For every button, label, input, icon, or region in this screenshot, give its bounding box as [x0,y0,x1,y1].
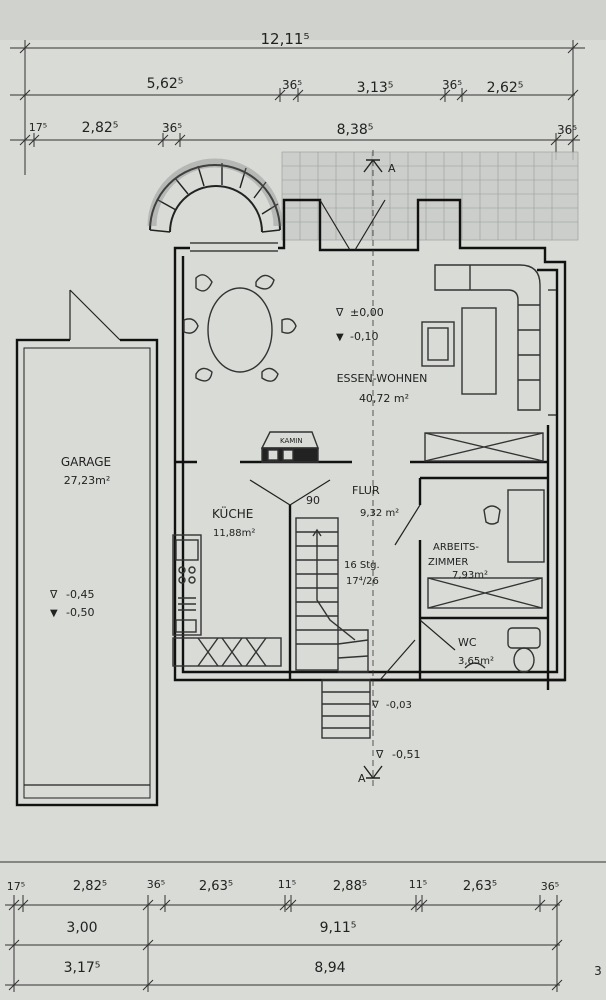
room-area-flur: 9,32 m² [360,508,399,519]
room-name-kueche: KÜCHE [212,505,253,521]
bottom-dim-36-a: 36⁵ [147,878,165,891]
room-name-arbeitszimmer-2: ZIMMER [428,557,468,568]
top-dim-36-d: 36⁵ [557,123,577,137]
top-dimension-lines [10,40,585,175]
bottom-dim-2-82: 2,82⁵ [73,879,107,894]
room-area-arbeitszimmer: 7,93m² [452,570,488,581]
top-dim-36-c: 36⁵ [162,121,182,135]
top-dim-2-62: 2,62⁵ [487,80,524,96]
bottom-dimension-labels: 17⁵ 2,82⁵ 36⁵ 2,63⁵ 11⁵ 2,88⁵ 11⁵ 2,63⁵ … [7,878,602,978]
bottom-dim-2-88: 2,88⁵ [333,879,367,894]
door-width-label: 90 [306,494,320,507]
garage-level-marker-open: ∇ [49,588,58,601]
living-level-1: ±0,00 [350,306,384,319]
top-dim-3-13: 3,13⁵ [357,80,394,96]
bottom-dim-2-63-a: 2,63⁵ [199,879,233,894]
outside-level-marker: ∇ [375,748,384,761]
bottom-dim-17: 17⁵ [7,880,25,893]
top-dim-17: 17⁵ [29,121,47,134]
top-dim-36-b: 36⁵ [442,78,462,92]
entry-level-marker: ∇ [371,700,379,711]
garage-level-1: -0,45 [66,588,94,601]
top-dim-5-62: 5,62⁵ [147,76,184,92]
room-area-kueche: 11,88m² [213,528,255,539]
bottom-dim-8-94: 8,94 [314,960,345,976]
bottom-dim-36-b: 36⁵ [541,880,559,893]
room-name-wc: WC [458,636,477,649]
top-dim-8-38: 8,38⁵ [337,122,374,138]
top-total-dimension: 12,11⁵ [261,30,310,48]
room-name-garage: GARAGE [61,455,111,469]
entry-level-label: -0,03 [386,700,412,711]
room-name-arbeitszimmer-1: ARBEITS- [433,542,479,553]
garage-level-2: -0,50 [66,606,94,619]
top-dim-2-82: 2,82⁵ [82,120,119,136]
bottom-dim-2-63-b: 2,63⁵ [463,879,497,894]
room-area-wc: 3,65m² [458,656,494,667]
bottom-dim-3-00: 3,00 [66,920,97,936]
outside-level-label: -0,51 [392,748,420,761]
room-area-essen-wohnen: 40,72 m² [359,392,409,405]
shelving-unit [424,432,544,462]
edge-fragment-text: 3 [594,964,602,978]
entry-steps [321,679,371,739]
bottom-dim-11-a: 11⁵ [278,878,296,891]
bay-window-arch [147,158,283,233]
room-name-essen-wohnen: ESSEN-WOHNEN [337,372,428,385]
wc-fixtures [464,627,541,673]
stairs-ratio-label: 17⁴/26 [346,576,379,587]
level-marker-open: ∇ [335,306,344,319]
level-marker-filled: ▼ [336,332,344,343]
bottom-dim-11-b: 11⁵ [409,878,427,891]
door-swings [69,199,456,681]
room-name-flur: FLUR [352,484,380,497]
office-furniture [427,489,545,609]
kamin-label: KAMIN [280,437,303,445]
dining-set [183,274,297,382]
bottom-dim-3-17: 3,17⁵ [64,960,101,976]
room-area-garage: 27,23m² [64,474,111,487]
living-level-2: -0,10 [350,330,378,343]
bottom-dim-9-11: 9,11⁵ [320,920,357,936]
garage-level-marker-filled: ▼ [50,608,58,619]
sofa-set [421,264,556,416]
staircase [295,517,369,673]
section-line [363,150,383,790]
bottom-dimension-lines [0,861,606,992]
fireplace [260,431,320,463]
paper-shadow-top [0,0,606,40]
top-dim-36-a: 36⁵ [282,78,302,92]
terrace-paving [281,151,579,241]
section-letter-top: A [388,162,396,175]
room-labels: ∇ ±0,00 ▼ -0,10 ESSEN-WOHNEN 40,72 m² GA… [49,162,494,785]
kitchen-counter [172,534,282,667]
stairs-count-label: 16 Stg. [344,560,380,571]
section-letter-bottom: A [358,772,366,785]
top-dimension-labels: 12,11⁵ 5,62⁵ 36⁵ 3,13⁵ 36⁵ 2,62⁵ 17⁵ 2,8… [29,30,577,138]
